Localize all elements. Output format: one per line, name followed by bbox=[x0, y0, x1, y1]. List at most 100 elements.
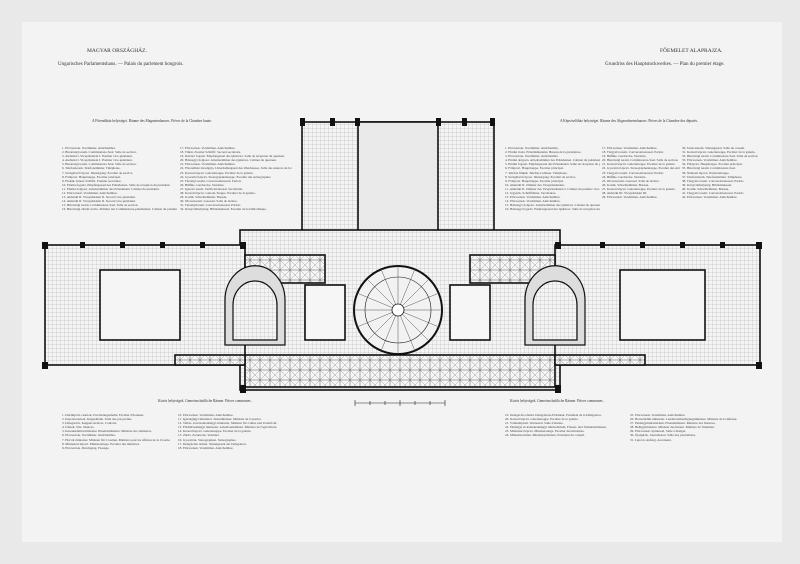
legend-item: 10. Alelnöki II. Zimmer des Vicepräsiden… bbox=[505, 182, 565, 187]
legend-item: 12. Előcsarnok. Vorzimmer. Antichambre. bbox=[62, 191, 118, 196]
legend-item: 24. Gyorsírói lépcső. Stenographentreppe… bbox=[180, 174, 272, 179]
legend-item: 21. Előcsarnok. Vorzimmer. Antichambre. bbox=[180, 162, 236, 167]
legend-item: 20. Bizottsági terem. Commissions-Saal. … bbox=[602, 158, 679, 163]
legend-item: 20. Karzati lépcső. Galerietreppe. Escal… bbox=[505, 417, 579, 422]
legend-item: 1. Előcsarnok. Vorzimmer. Antichambre. bbox=[62, 146, 116, 150]
legend-item: 37. Telefonterem. Telefonzimmer. Télépho… bbox=[682, 174, 743, 179]
legend-item: 6. Főlépcső. Haupttreppe. Escalier princ… bbox=[505, 166, 564, 171]
header-right-title: FŐEMELET ALAPRAJZA. bbox=[660, 48, 723, 54]
legend-item: 22. Gyorsírói lépcső. Stenographentreppe… bbox=[602, 166, 680, 171]
legend-item: 34. Főlépcső. Haupttreppe. Escalier prin… bbox=[682, 162, 743, 167]
legend-item: 12. Vallás- és közoktatásügyi miniszter.… bbox=[178, 421, 278, 426]
legend-item: 19. Kávézó fogadó. Empfangssaal des Quäs… bbox=[180, 154, 285, 159]
legend-item: 24. Büfféie. Gardarobe. Vestiaire. bbox=[602, 174, 647, 179]
legend-item: 13. Alelnöki II. Vicepräsident II. Secon… bbox=[62, 195, 136, 200]
legend-item: 36. Nemzeti lépcső. Nationaltreppe. bbox=[682, 170, 730, 175]
stair-hall bbox=[357, 121, 439, 238]
legend-item: 3. Delegációs. Kuppelcorridors. Couloirs… bbox=[62, 421, 118, 426]
legend-item: 16. Bizottsági elnöki szoba. Zimmer des … bbox=[62, 207, 177, 212]
legend-item: 30. Újságírók. Journalisten. Salle des j… bbox=[630, 433, 696, 438]
legend-item: 40. Irodák. Schreibzimmer. Bureau. bbox=[682, 186, 730, 191]
legend-item: 15. Bizottsági terem. Commissions-Saal. … bbox=[62, 203, 139, 208]
legend-item: 6. Telefonterem. Telefonzimmer. Téléphon… bbox=[62, 166, 121, 171]
legend-item: 21. Karzati lépcső. Galerietreppe. Escal… bbox=[602, 162, 676, 167]
legend-item: 17. Előcsarnok. Vorzimmer. Antichambre. bbox=[602, 146, 658, 150]
caption-common-right: Közös helyiségek. Gemeinschaftliche Räum… bbox=[510, 399, 604, 403]
legend-item: 10. Elnöki fogadó. Empfangssaal des Präs… bbox=[62, 182, 171, 187]
legend-item: 26. Irodák. Schreibzimmer. Bureau. bbox=[602, 182, 650, 187]
court bbox=[449, 284, 491, 341]
legend-item: 1. Diadlépcső-csarnok. Prachtstiegenhall… bbox=[62, 413, 145, 417]
legend-item: 11. Igazságügyi miniszter. Justizministe… bbox=[178, 417, 262, 422]
legend-lower-1: 1. Előcsarnok. Vorzimmer. Antichambre.2.… bbox=[505, 146, 600, 212]
legend-item: 22. Pénzügyi és közlekedésügyi minisztér… bbox=[505, 425, 607, 430]
legend-item: 26. Honvédelmi miniszter. Landesvertheid… bbox=[630, 417, 738, 422]
legend-item: 35. Bizottsági terem. Commissions-Saal. bbox=[682, 166, 736, 171]
legend-item: 18. Titkár. Zweiter Schriftf. Second sec… bbox=[180, 150, 242, 155]
legend-item: 17. Előcsarnok. Vorzimmer. Antichambre. bbox=[180, 146, 236, 150]
legend-item: 20. Háznagyi dolgozó. Arbeitszimmer des … bbox=[180, 158, 277, 163]
legend-item: 29. Előcsarnok. Spinnsaal. Salle à mange… bbox=[630, 429, 687, 434]
legend-item: 5. Bizottsági terem. Commissions-Saal. S… bbox=[62, 162, 137, 167]
scale-bar bbox=[354, 400, 446, 406]
legend-item: 38. Tárgyaló terem. Conversationssaal. P… bbox=[682, 178, 744, 183]
legend-item: 31. Lépcső. Aufzug. Ascenseur. bbox=[630, 437, 672, 442]
legend-item: 27. Karzati lépcső. Galerietreppe. Escal… bbox=[602, 186, 676, 191]
caption-lower-house: A Képviselőház helyiségei. Räume des Abg… bbox=[560, 119, 698, 123]
header-left-subtitle: Ungarisches Parlamentshaus. — Palais du … bbox=[58, 62, 184, 67]
legend-lower-2: 17. Előcsarnok. Vorzimmer. Antichambre.1… bbox=[602, 146, 680, 199]
header-right-subtitle: Grundriss des Hauptstockwerkes. — Plan d… bbox=[605, 62, 725, 67]
legend-item: 39. Könyvtárhelyiség. Bibliotheksaal. bbox=[682, 182, 732, 187]
legend-item: 16. Háznagyi fogadó. Empfangssaal des Qu… bbox=[505, 207, 600, 212]
legend-item: 9. Fiókák. Innere Schriftl. Premier secr… bbox=[62, 178, 122, 183]
legend-item: 31. Karzati lépcső. Galerietreppe. Escal… bbox=[682, 150, 756, 155]
legend-item: 12. Jegyzők. Schriftführer. Secrétaires. bbox=[505, 191, 557, 196]
legend-item: 7. Telefon fülkék. Telefon-Cabinen. Télé… bbox=[505, 170, 568, 175]
legend-item: 24. Miniszterelnöki. Ministerpräsident. … bbox=[505, 433, 585, 438]
legend-item: 6. Előcsarnok. Vorzimmer. Antichambre. bbox=[62, 433, 116, 438]
left-courtyard bbox=[99, 269, 181, 341]
legend-item: 25. Társalgó terem. Conversationssaal. P… bbox=[180, 178, 242, 183]
legend-item: 27. Igazoló terem. Verificationsraal. Se… bbox=[180, 186, 244, 191]
legend-item: 22. Főrendiház társalgója. Unterhaltungs… bbox=[180, 166, 292, 171]
legend-item: 33. Előcsarnok. Vorzimmer. Antichambre. bbox=[682, 158, 738, 163]
legend-item: 29. Irodák. Schreibzimmer. Bureau. bbox=[180, 195, 228, 200]
header-left-title: MAGYAR ORSZÁGHÁZ. bbox=[87, 48, 147, 54]
legend-item: 17. Delegációk termei. Sitzungssaal der … bbox=[178, 441, 247, 446]
corridor-south bbox=[244, 354, 556, 388]
legend-item: 19. Büfféie. Gardarobe. Vestiaire. bbox=[602, 154, 647, 159]
legend-upper-1: 1. Előcsarnok. Vorzimmer. Antichambre.2.… bbox=[62, 146, 177, 212]
legend-item: 4. Alelnöki I. Vicepräsident I. Premier … bbox=[62, 158, 133, 163]
legend-item: 18. Tárgyaló terem. Conversationssaal. P… bbox=[602, 150, 664, 155]
legend-item: 5. Elnöki fogadó. Empfangssaal des Präsi… bbox=[505, 162, 600, 167]
legend-item: 32. Könyvtárhelyiség. Bibliotheksaal. Es… bbox=[180, 207, 267, 212]
legend-upper-2: 17. Előcsarnok. Vorzimmer. Antichambre.1… bbox=[180, 146, 292, 212]
legend-item: 5. Kereskedelmi miniszter. Handelsminist… bbox=[62, 429, 152, 434]
right-courtyard bbox=[619, 269, 706, 341]
legend-item: 15. Háznagyi dolgozó. Arbeitszimmer des … bbox=[505, 203, 600, 208]
legend-item: 23. Tárgyaló terem. Conversationssaal. P… bbox=[602, 170, 664, 175]
legend-item: 27. Pénzügyminisztérium. Finanzminister.… bbox=[630, 421, 716, 426]
legend-item: 1. Előcsarnok. Vorzimmer. Antichambre. bbox=[505, 146, 559, 150]
legend-item: 23. Karzati lépcső. Galerietreppe. Escal… bbox=[180, 170, 254, 175]
legend-item: 3. Alelnöki I. Vicepräsident I. Premier … bbox=[62, 154, 133, 159]
legend-item: 11. Elnöki dolgozó. Arbeitszimmer des Pr… bbox=[62, 186, 160, 191]
legend-item: 7. Horvát miniszter. Minister für Croati… bbox=[62, 437, 171, 442]
court bbox=[304, 284, 346, 341]
legend-item: 2. Kupolacsarnok. Kuppelhalle. Salle des… bbox=[62, 417, 133, 422]
legend-item: 28. Karzati lépcső. Galerie-Treppe. Esca… bbox=[180, 191, 256, 196]
legend-common-1: 1. Diadlépcső-csarnok. Prachtstiegenhall… bbox=[62, 413, 174, 450]
legend-item: 31. Társalgóterem. Conversationssaal. Pa… bbox=[180, 203, 241, 208]
legend-item: 41. Tárgyaló terem. Conversationssaal. P… bbox=[682, 191, 744, 196]
legend-item: 42. Előcsarnok. Vorzimmer. Antichambre. bbox=[682, 195, 738, 200]
caption-common-left: Közös helyiségek. Gemeinschaftliche Räum… bbox=[158, 399, 252, 403]
legend-item: 7. Szolgálati folyosó. Dienstgang. Escal… bbox=[62, 170, 134, 175]
legend-item: 16. Gyorsírók. Stenographen. Sténographe… bbox=[178, 437, 237, 442]
caption-upper-house: A Főrendiház helyiségei. Räume des Magna… bbox=[92, 119, 212, 123]
legend-item: 9. Főlépcső. Haupttreppe. Escalier princ… bbox=[505, 178, 564, 183]
legend-item: 8. Főlépcső. Haupttreppe. Escalier princ… bbox=[62, 174, 121, 179]
legend-item: 19. Delegációs elnöki. Delegations-Präsi… bbox=[505, 413, 602, 417]
legend-item: 21. Vámtemplom. Wartesaal. Salle d'atten… bbox=[505, 421, 564, 426]
legend-item: 14. Alelnöki II. Vicepräsident II. Secon… bbox=[62, 199, 136, 204]
legend-common-3: 19. Delegációs elnöki. Delegations-Präsi… bbox=[505, 413, 610, 438]
